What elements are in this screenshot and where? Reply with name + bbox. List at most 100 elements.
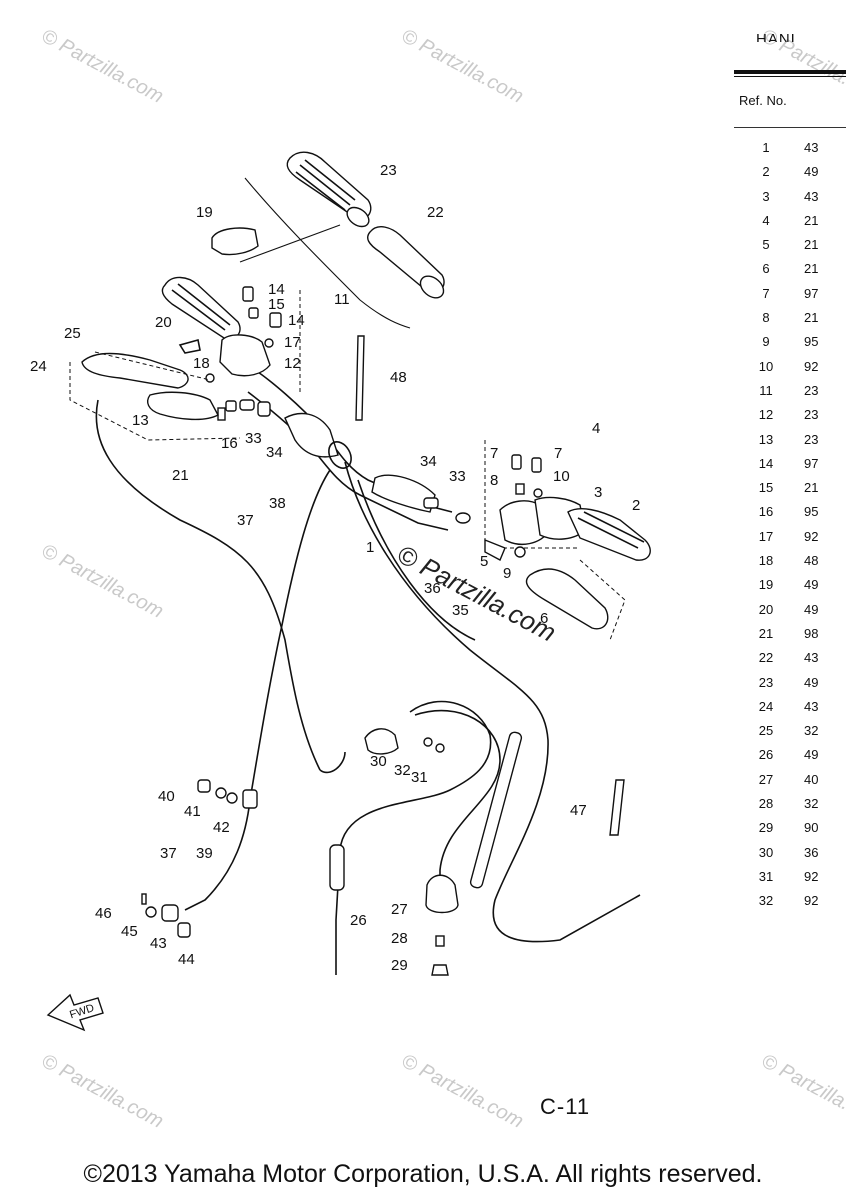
watermark: © Partzilla.com bbox=[398, 25, 527, 108]
table-row: 24 43 bbox=[752, 699, 846, 723]
table-row: 22 43 bbox=[752, 650, 846, 674]
table-row: 29 90 bbox=[752, 820, 846, 844]
callout-22: 22 bbox=[427, 204, 444, 221]
ref-number: 13 bbox=[758, 431, 774, 447]
callout-10: 10 bbox=[553, 468, 570, 485]
part-number-fragment: 43 bbox=[804, 650, 819, 666]
ref-number: 15 bbox=[758, 480, 774, 496]
callout-33: 33 bbox=[449, 468, 466, 485]
part-number-fragment: 49 bbox=[804, 577, 819, 593]
callout-13: 13 bbox=[132, 412, 149, 429]
callout-8: 8 bbox=[490, 472, 498, 489]
ref-number: 6 bbox=[762, 261, 770, 277]
nut-28 bbox=[435, 935, 445, 947]
callout-21: 21 bbox=[172, 467, 189, 484]
callout-19: 19 bbox=[196, 204, 213, 221]
ref-number: 25 bbox=[758, 723, 774, 739]
callout-20: 20 bbox=[155, 314, 172, 331]
ref-number: 21 bbox=[758, 625, 774, 641]
callout-14: 14 bbox=[288, 312, 305, 329]
table-row: 30 36 bbox=[752, 845, 846, 869]
part-number-fragment: 49 bbox=[804, 164, 819, 180]
callout-41: 41 bbox=[184, 803, 201, 820]
nut-29 bbox=[431, 964, 449, 976]
callout-34: 34 bbox=[266, 444, 283, 461]
ref-number: 17 bbox=[758, 528, 774, 544]
part-number-fragment: 98 bbox=[804, 625, 819, 641]
adjuster-34-left bbox=[257, 401, 271, 417]
ref-number: 29 bbox=[758, 820, 774, 836]
callout-48: 48 bbox=[390, 369, 407, 386]
callout-12: 12 bbox=[284, 355, 301, 372]
callout-1: 1 bbox=[366, 539, 374, 556]
callout-33: 33 bbox=[245, 430, 262, 447]
ref-number: 16 bbox=[758, 504, 774, 520]
cables bbox=[95, 399, 641, 975]
clutch-holder-cap-19 bbox=[211, 227, 259, 256]
lower-fittings bbox=[141, 779, 625, 938]
part-number-fragment: 40 bbox=[804, 771, 819, 787]
callout-37: 37 bbox=[237, 512, 254, 529]
part-number-fragment: 48 bbox=[804, 553, 819, 569]
callout-17: 17 bbox=[284, 334, 301, 351]
callout-32: 32 bbox=[394, 762, 411, 779]
ref-number: 2 bbox=[762, 164, 770, 180]
table-rule bbox=[734, 70, 846, 74]
part-number-fragment: 97 bbox=[804, 285, 819, 301]
callout-16: 16 bbox=[221, 435, 238, 452]
part-number-fragment: 21 bbox=[804, 212, 819, 228]
part-number-fragment: 49 bbox=[804, 674, 819, 690]
ref-number: 14 bbox=[758, 455, 774, 471]
ref-number: 31 bbox=[758, 868, 774, 884]
callout-3: 3 bbox=[594, 484, 602, 501]
part-number-fragment: 90 bbox=[804, 820, 819, 836]
callout-18: 18 bbox=[193, 355, 210, 372]
boot-27 bbox=[425, 874, 459, 914]
ref-number: 22 bbox=[758, 650, 774, 666]
watermark: © Partzilla.com bbox=[38, 1050, 167, 1133]
forward-direction-arrow: FWD bbox=[46, 993, 104, 1032]
left-grip bbox=[161, 276, 241, 340]
ref-number: 24 bbox=[758, 698, 774, 714]
ref-number: 4 bbox=[762, 212, 770, 228]
callout-15: 15 bbox=[268, 296, 285, 313]
page-code: C-11 bbox=[540, 1094, 591, 1119]
ref-number: 30 bbox=[758, 844, 774, 860]
table-row: 27 40 bbox=[752, 772, 846, 796]
callout-46: 46 bbox=[95, 905, 112, 922]
callout-29: 29 bbox=[391, 957, 408, 974]
ref-number: 27 bbox=[758, 771, 774, 787]
callout-11: 11 bbox=[334, 291, 350, 308]
cable-boot bbox=[329, 844, 345, 891]
screw-31 bbox=[435, 743, 445, 753]
callout-28: 28 bbox=[391, 930, 408, 947]
callout-27: 27 bbox=[391, 901, 408, 918]
table-row: 7 97 bbox=[752, 286, 846, 310]
part-number-fragment: 43 bbox=[804, 698, 819, 714]
table-rule bbox=[734, 76, 846, 77]
watermark: © Partzilla.com bbox=[38, 25, 167, 108]
adjuster-33-right bbox=[455, 512, 471, 524]
table-row: 21 98 bbox=[752, 626, 846, 650]
ref-number: 3 bbox=[762, 188, 770, 204]
ref-number: 11 bbox=[759, 382, 773, 398]
callout-4: 4 bbox=[592, 420, 600, 437]
part-number-fragment: 36 bbox=[804, 844, 819, 860]
table-row: 4 21 bbox=[752, 213, 846, 237]
ref-number: 7 bbox=[762, 285, 770, 301]
